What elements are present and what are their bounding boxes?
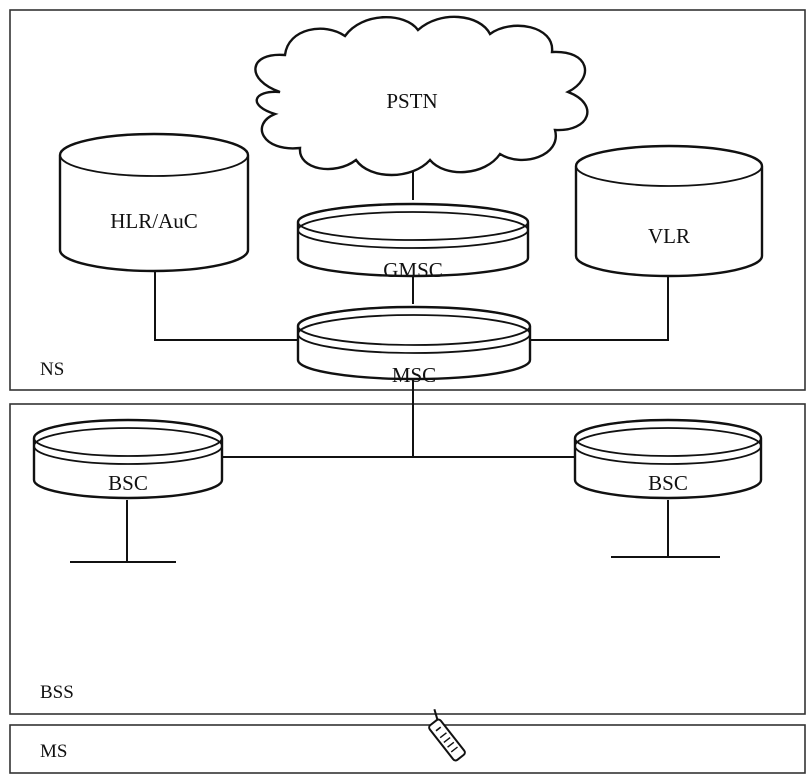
bss-region [9,403,806,715]
bsc-right-label: BSC [648,471,688,495]
ms-region-label: MS [40,741,67,762]
hlr-msc-link [154,272,298,341]
pstn-cloud: PSTN [254,15,589,177]
connections [70,172,720,563]
ms-region [9,724,806,774]
msc-node: MSC [296,305,532,387]
hlr-auc-label: HLR/AuC [110,209,198,233]
bss-region-label: BSS [40,682,74,703]
msc-label: MSC [392,363,436,387]
vlr-database: VLR [574,144,764,278]
hlr-auc-database: HLR/AuC [58,132,250,273]
bsc-left-label: BSC [108,471,148,495]
mobile-phone-icon [428,708,466,762]
vlr-label: VLR [648,224,690,248]
vlr-msc-link [530,272,669,341]
radio-tower-icon [146,535,206,665]
radio-tower-icon [40,535,100,665]
radio-tower-icon [690,530,750,660]
bsc-left-node: BSC [32,418,224,500]
bsc-right-node: BSC [573,418,763,500]
ns-region-label: NS [40,359,64,380]
gmsc-node: GMSC [296,202,530,282]
pstn-label: PSTN [386,89,437,113]
gmsc-label: GMSC [383,258,443,282]
ns-region [9,9,806,391]
radio-tower-icon [581,530,641,660]
